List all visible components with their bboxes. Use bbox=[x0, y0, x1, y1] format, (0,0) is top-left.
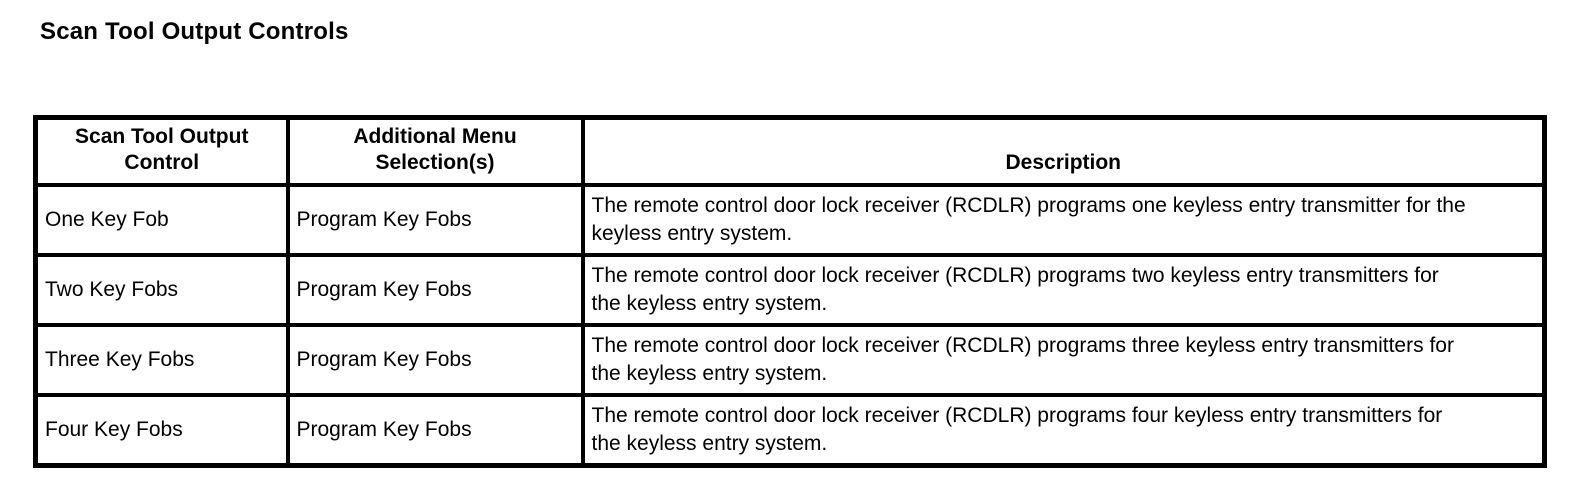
column-header-additional-menu-selections: Additional Menu Selection(s) bbox=[285, 115, 585, 187]
cell-description: The remote control door lock receiver (R… bbox=[580, 253, 1547, 327]
cell-menu-selection: Program Key Fobs bbox=[285, 183, 585, 257]
description-text: The remote control door lock receiver (R… bbox=[591, 264, 1439, 315]
description-text: The remote control door lock receiver (R… bbox=[591, 334, 1454, 385]
cell-menu-selection: Program Key Fobs bbox=[285, 393, 585, 467]
cell-description: The remote control door lock receiver (R… bbox=[580, 323, 1547, 397]
column-header-description: Description bbox=[580, 115, 1547, 187]
description-text: The remote control door lock receiver (R… bbox=[591, 194, 1466, 245]
cell-description: The remote control door lock receiver (R… bbox=[580, 183, 1547, 257]
table-row-two-key-fobs: Two Key Fobs Program Key Fobs The remote… bbox=[33, 253, 1547, 327]
description-text: The remote control door lock receiver (R… bbox=[591, 403, 1443, 455]
cell-control: Two Key Fobs bbox=[33, 253, 290, 327]
table-header-row: Scan Tool Output Control Additional Menu… bbox=[33, 115, 1547, 187]
cell-menu-selection: Program Key Fobs bbox=[285, 323, 585, 397]
page-title: Scan Tool Output Controls bbox=[40, 18, 349, 45]
cell-menu-selection: Program Key Fobs bbox=[285, 253, 585, 327]
column-header-scan-tool-output-control: Scan Tool Output Control bbox=[33, 115, 290, 187]
scan-tool-output-controls-table: Scan Tool Output Control Additional Menu… bbox=[33, 115, 1547, 468]
cell-control: Three Key Fobs bbox=[33, 323, 290, 397]
cell-control: Four Key Fobs bbox=[33, 393, 290, 467]
table-row-three-key-fobs: Three Key Fobs Program Key Fobs The remo… bbox=[33, 323, 1547, 397]
cell-control: One Key Fob bbox=[33, 183, 290, 257]
table-row-four-key-fobs: Four Key Fobs Program Key Fobs The remot… bbox=[33, 393, 1547, 467]
cell-description: The remote control door lock receiver (R… bbox=[580, 393, 1547, 467]
table-row-one-key-fob: One Key Fob Program Key Fobs The remote … bbox=[33, 183, 1547, 257]
